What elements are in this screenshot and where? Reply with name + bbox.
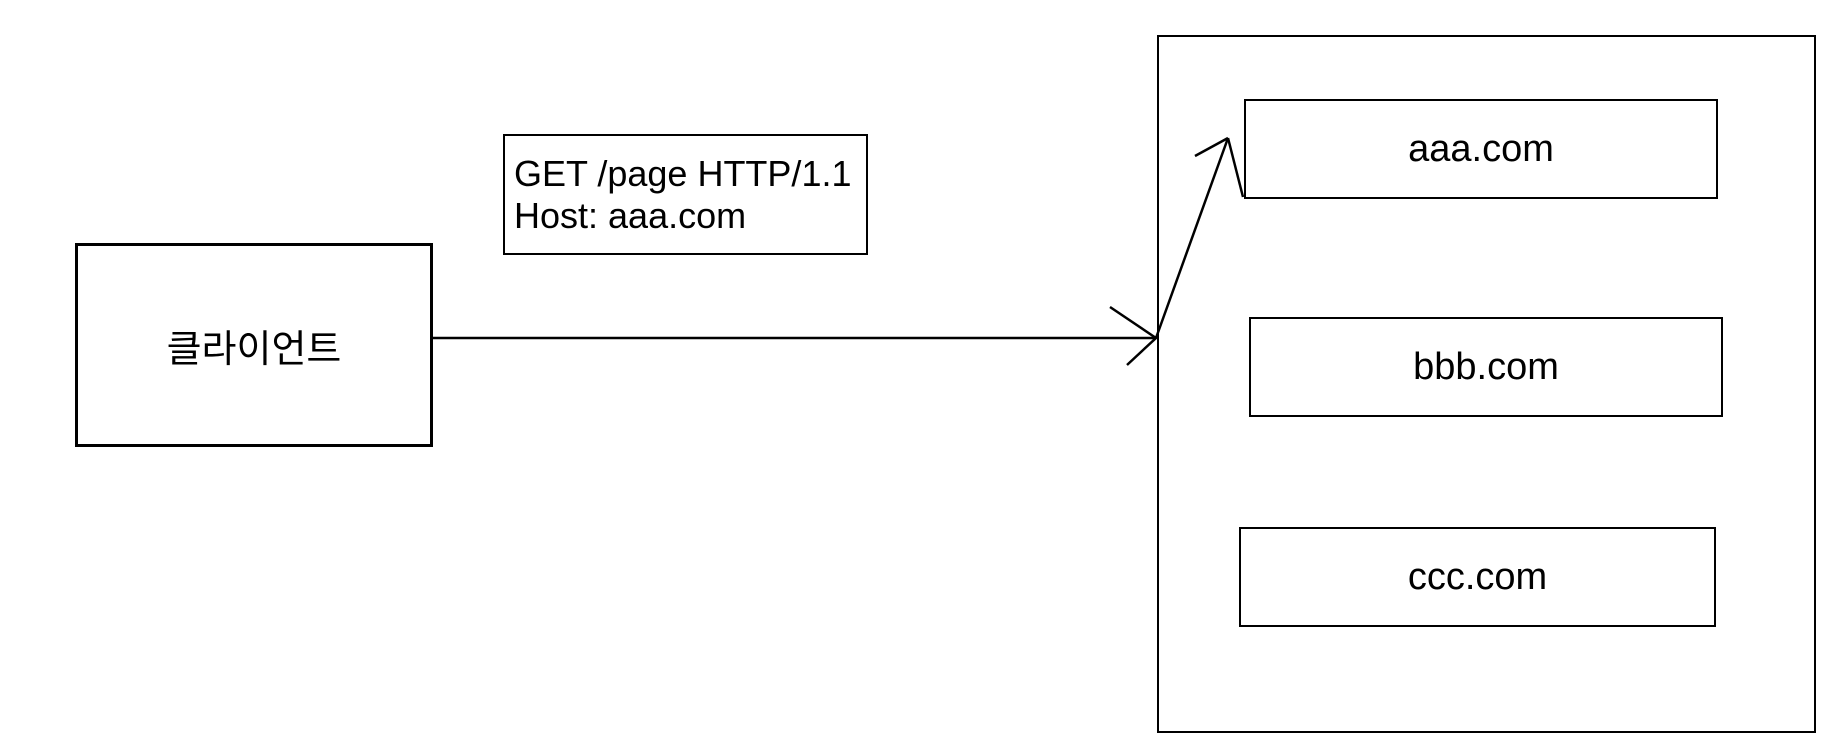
- server-node-bbb: bbb.com: [1249, 317, 1723, 417]
- server-label-aaa: aaa.com: [1408, 127, 1554, 170]
- server-label-ccc: ccc.com: [1407, 555, 1548, 598]
- server-label-bbb: bbb.com: [1413, 345, 1559, 388]
- request-arrowhead-icon: [1109, 305, 1159, 366]
- http-request-line2: Host: aaa.com: [514, 194, 747, 236]
- server-node-aaa: aaa.com: [1244, 99, 1718, 199]
- client-node: 클라이언트: [75, 243, 433, 447]
- server-node-ccc: ccc.com: [1239, 527, 1716, 627]
- http-request-line1: GET /page HTTP/1.1: [514, 152, 852, 194]
- client-label: 클라이언트: [166, 328, 342, 371]
- http-request-label: GET /page HTTP/1.1 Host: aaa.com: [503, 134, 868, 255]
